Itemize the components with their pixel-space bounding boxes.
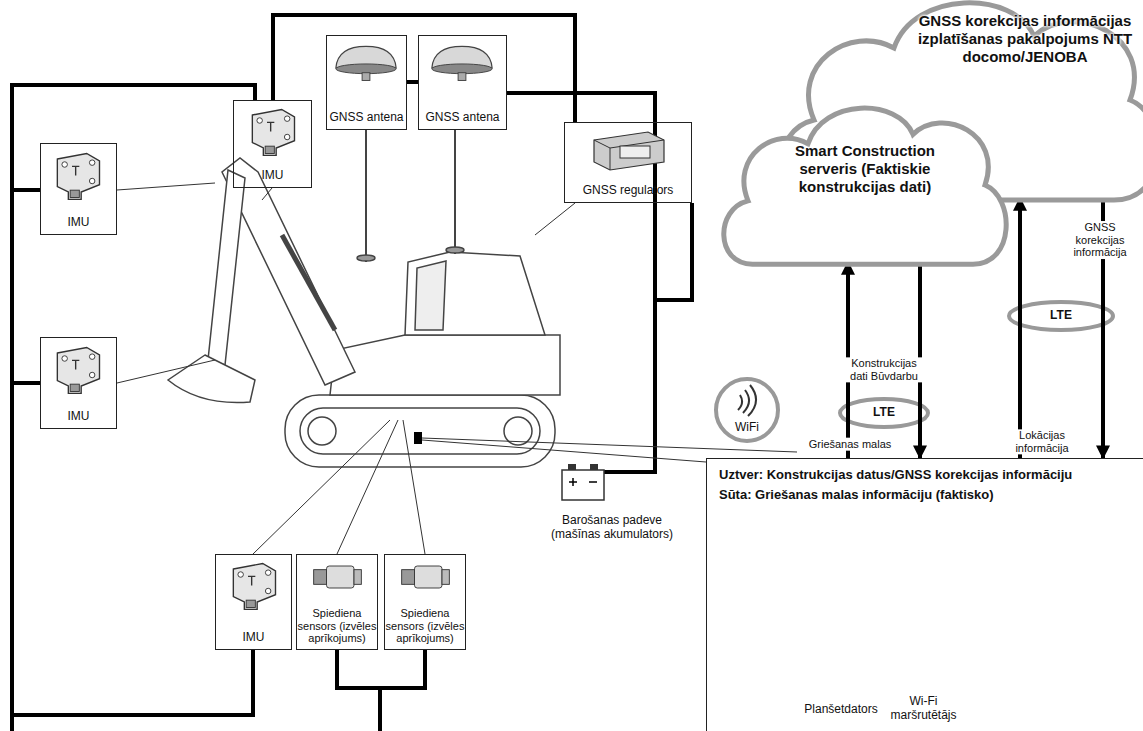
component-label: IMU <box>243 631 265 645</box>
component-box: IMU <box>233 100 312 188</box>
component-label: IMU <box>262 169 284 183</box>
wifi-circle <box>716 379 778 441</box>
component-box: GNSS regulators <box>564 122 692 203</box>
wire <box>407 80 418 84</box>
antenna-pole <box>365 130 367 262</box>
wire <box>655 203 692 300</box>
component-label: Planšetdators <box>804 703 877 717</box>
data-flow-arrow <box>1018 198 1022 458</box>
pressure-sensor-icon <box>314 566 362 588</box>
tablet-mount <box>414 432 422 444</box>
component-box: Spiediena sensors (izvēles aprīkojums) <box>296 554 378 650</box>
edge-label: Lokācijas informācija <box>1002 429 1082 454</box>
power-label: Barošanas padeve (mašīnas akumulators) <box>542 514 682 542</box>
component-label: Wi-Fi maršrutētājs <box>881 695 966 723</box>
track-inner <box>300 408 540 454</box>
component-box: GNSS antena <box>326 35 407 130</box>
component-box: Spiediena sensors (izvēles aprīkojums) <box>384 554 466 650</box>
battery-icon <box>562 464 604 500</box>
wire <box>12 85 255 731</box>
edge-label: Konstrukcijas dati Būvdarbu <box>845 357 923 382</box>
edge-label: GNSS korekcijas informācija <box>1063 221 1137 259</box>
leader-line <box>535 203 575 235</box>
panel-text: Sūta: Griešanas malas informāciju (fakti… <box>719 487 1131 503</box>
edge-label: Griešanas malas <box>805 438 895 451</box>
component-label: GNSS regulators <box>583 184 674 198</box>
component-label: IMU <box>68 216 90 230</box>
arm <box>208 170 245 365</box>
lte-label: LTE <box>871 406 897 420</box>
lte-ring <box>1009 302 1113 330</box>
upper-body <box>330 335 560 395</box>
component-label: GNSS antena <box>329 111 403 125</box>
controller-icon <box>594 132 664 170</box>
component-label: Spiediena sensors (izvēles aprīkojums) <box>297 607 377 645</box>
wifi-waves <box>738 385 756 416</box>
leader-line <box>403 420 425 554</box>
wire <box>273 15 575 122</box>
cloud-service: Smart Construction serveris (Faktiskie k… <box>715 90 1015 280</box>
leader-line <box>422 440 706 462</box>
wire <box>337 650 425 688</box>
battery-sign <box>569 478 597 486</box>
imu-icon <box>233 564 275 610</box>
leader-line <box>253 420 390 554</box>
component-label: Spiediena sensors (izvēles aprīkojums) <box>385 607 465 645</box>
wire <box>12 650 253 715</box>
excavator <box>168 130 560 467</box>
cloud-title: GNSS korekcijas informācijas izplatīšana… <box>900 12 1143 66</box>
imu-icon <box>57 348 99 394</box>
cloud-shape <box>724 108 1006 264</box>
antenna-icon <box>432 46 492 80</box>
wiring <box>12 15 692 731</box>
cloud-title: Smart Construction serveris (Faktiskie k… <box>770 142 960 196</box>
antenna-icon <box>336 46 396 80</box>
leader-line <box>117 183 215 190</box>
leader-lines <box>117 183 797 554</box>
component-label: GNSS antena <box>425 111 499 125</box>
device-icon: Planšetdators <box>791 541 891 721</box>
component-box: GNSS antena <box>418 35 507 130</box>
component-box: IMU <box>215 554 292 650</box>
leader-line <box>337 420 398 554</box>
imu-icon <box>252 110 294 156</box>
wifi-icon <box>716 379 778 441</box>
antenna-pole <box>454 130 456 254</box>
wire <box>12 188 40 192</box>
panel-text: Uztver: Konstrukcijas datus/GNSS korekci… <box>719 467 1131 483</box>
antenna-disc <box>446 247 464 253</box>
wheel <box>308 417 336 445</box>
imu-icon <box>57 154 99 200</box>
battery-terminal <box>590 464 598 470</box>
cab <box>405 252 545 335</box>
component-box: IMU <box>40 337 117 429</box>
track <box>285 395 555 467</box>
lte-ring <box>840 399 928 427</box>
wire <box>12 381 40 385</box>
wire <box>378 688 382 731</box>
pressure-sensor-icon <box>402 566 450 588</box>
antenna-disc <box>357 255 375 261</box>
battery-terminal <box>568 464 576 470</box>
battery-body <box>562 470 604 500</box>
device-icon: Wi-Fi maršrutētājs <box>881 629 966 727</box>
bucket <box>168 355 255 403</box>
wifi-label: WiFi <box>727 421 767 435</box>
leader-line <box>117 360 215 383</box>
device-panel: Uztver: Konstrukcijas datus/GNSS korekci… <box>706 458 1143 731</box>
leader-line <box>262 188 272 200</box>
lte-label: LTE <box>1048 309 1074 323</box>
component-box: IMU <box>40 143 117 235</box>
cylinder <box>282 235 335 330</box>
component-label: IMU <box>68 410 90 424</box>
cab-window <box>415 261 446 330</box>
